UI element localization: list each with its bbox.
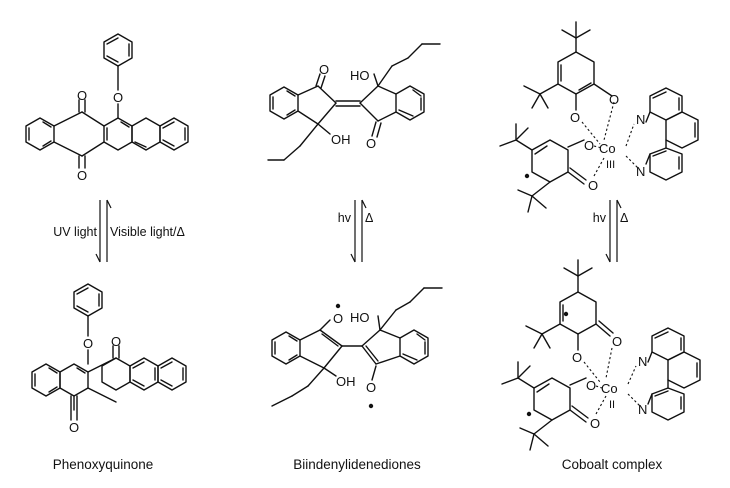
- left-reverse-condition: Visible light/Δ: [110, 225, 185, 239]
- nitrogen-top-a: N: [636, 112, 645, 127]
- quinone-oxygen-top-a: O: [77, 88, 87, 103]
- cobalt-complex-bottom-structure: [501, 259, 701, 451]
- oxygen-top-a: O: [609, 92, 619, 107]
- carbonyl-oxygen-top-b: O: [366, 136, 376, 151]
- oxygen-bottom-c: O: [586, 378, 596, 393]
- right-reverse-condition: Δ: [620, 211, 628, 225]
- biindenylidenedione-bottom-structure: [271, 287, 443, 407]
- oxygen-top-c: O: [584, 138, 594, 153]
- right-equilibrium-arrows: [605, 199, 622, 263]
- quinone-oxygen-bottom-a: O: [111, 334, 121, 349]
- oxygen-top-d: O: [588, 178, 598, 193]
- quinone-oxygen-bottom-b: O: [69, 420, 79, 435]
- middle-reverse-condition: Δ: [365, 211, 373, 225]
- middle-forward-condition: hv: [338, 211, 352, 225]
- cobalt-top: Co: [599, 141, 616, 156]
- nitrogen-bottom-b: N: [638, 402, 647, 417]
- cobalt-bottom: Co: [601, 381, 618, 396]
- caption-middle: Biindenylidenediones: [293, 457, 421, 472]
- phenoxy-oxygen-top: O: [113, 90, 123, 105]
- oxygen-top-b: O: [570, 110, 580, 125]
- radical-dot-right-bottom-a: [563, 311, 569, 317]
- left-equilibrium-arrows: [95, 199, 112, 263]
- oxygen-bottom-d: O: [590, 416, 600, 431]
- nitrogen-bottom-a: N: [638, 354, 647, 369]
- oxygen-bottom-b: O: [572, 350, 582, 365]
- cobalt-top-ox-state: III: [606, 159, 615, 171]
- radical-dot-right-top: [524, 173, 530, 179]
- nitrogen-top-b: N: [636, 164, 645, 179]
- cobalt-complex-top-structure: [499, 21, 699, 213]
- caption-left: Phenoxyquinone: [53, 457, 154, 472]
- oxygen-bottom-a: O: [612, 334, 622, 349]
- oxyl-oxygen-bottom-a: O: [333, 311, 343, 326]
- phenoxyquinone-bottom-structure: [31, 283, 187, 421]
- radical-dot-bottom-b: [368, 403, 374, 409]
- right-forward-condition: hv: [593, 211, 607, 225]
- radical-dot-bottom-a: [335, 303, 341, 309]
- middle-equilibrium-arrows: [350, 199, 367, 263]
- cobalt-bottom-ox-state: II: [609, 399, 615, 411]
- phenoxyquinone-top-structure: [25, 33, 189, 169]
- hydroxyl-top-a: HO: [350, 68, 370, 83]
- biindenylidenedione-top-structure: [267, 43, 441, 161]
- carbonyl-oxygen-top-a: O: [319, 62, 329, 77]
- radical-dot-right-bottom-b: [526, 411, 532, 417]
- phenoxy-oxygen-bottom: O: [83, 336, 93, 351]
- quinone-oxygen-top-b: O: [77, 168, 87, 183]
- caption-right: Coboalt complex: [562, 457, 663, 472]
- oxyl-oxygen-bottom-b: O: [366, 380, 376, 395]
- hydroxyl-bottom-a: HO: [350, 310, 370, 325]
- hydroxyl-top-b: OH: [331, 132, 351, 147]
- hydroxyl-bottom-b: OH: [336, 374, 356, 389]
- left-forward-condition: UV light: [53, 225, 97, 239]
